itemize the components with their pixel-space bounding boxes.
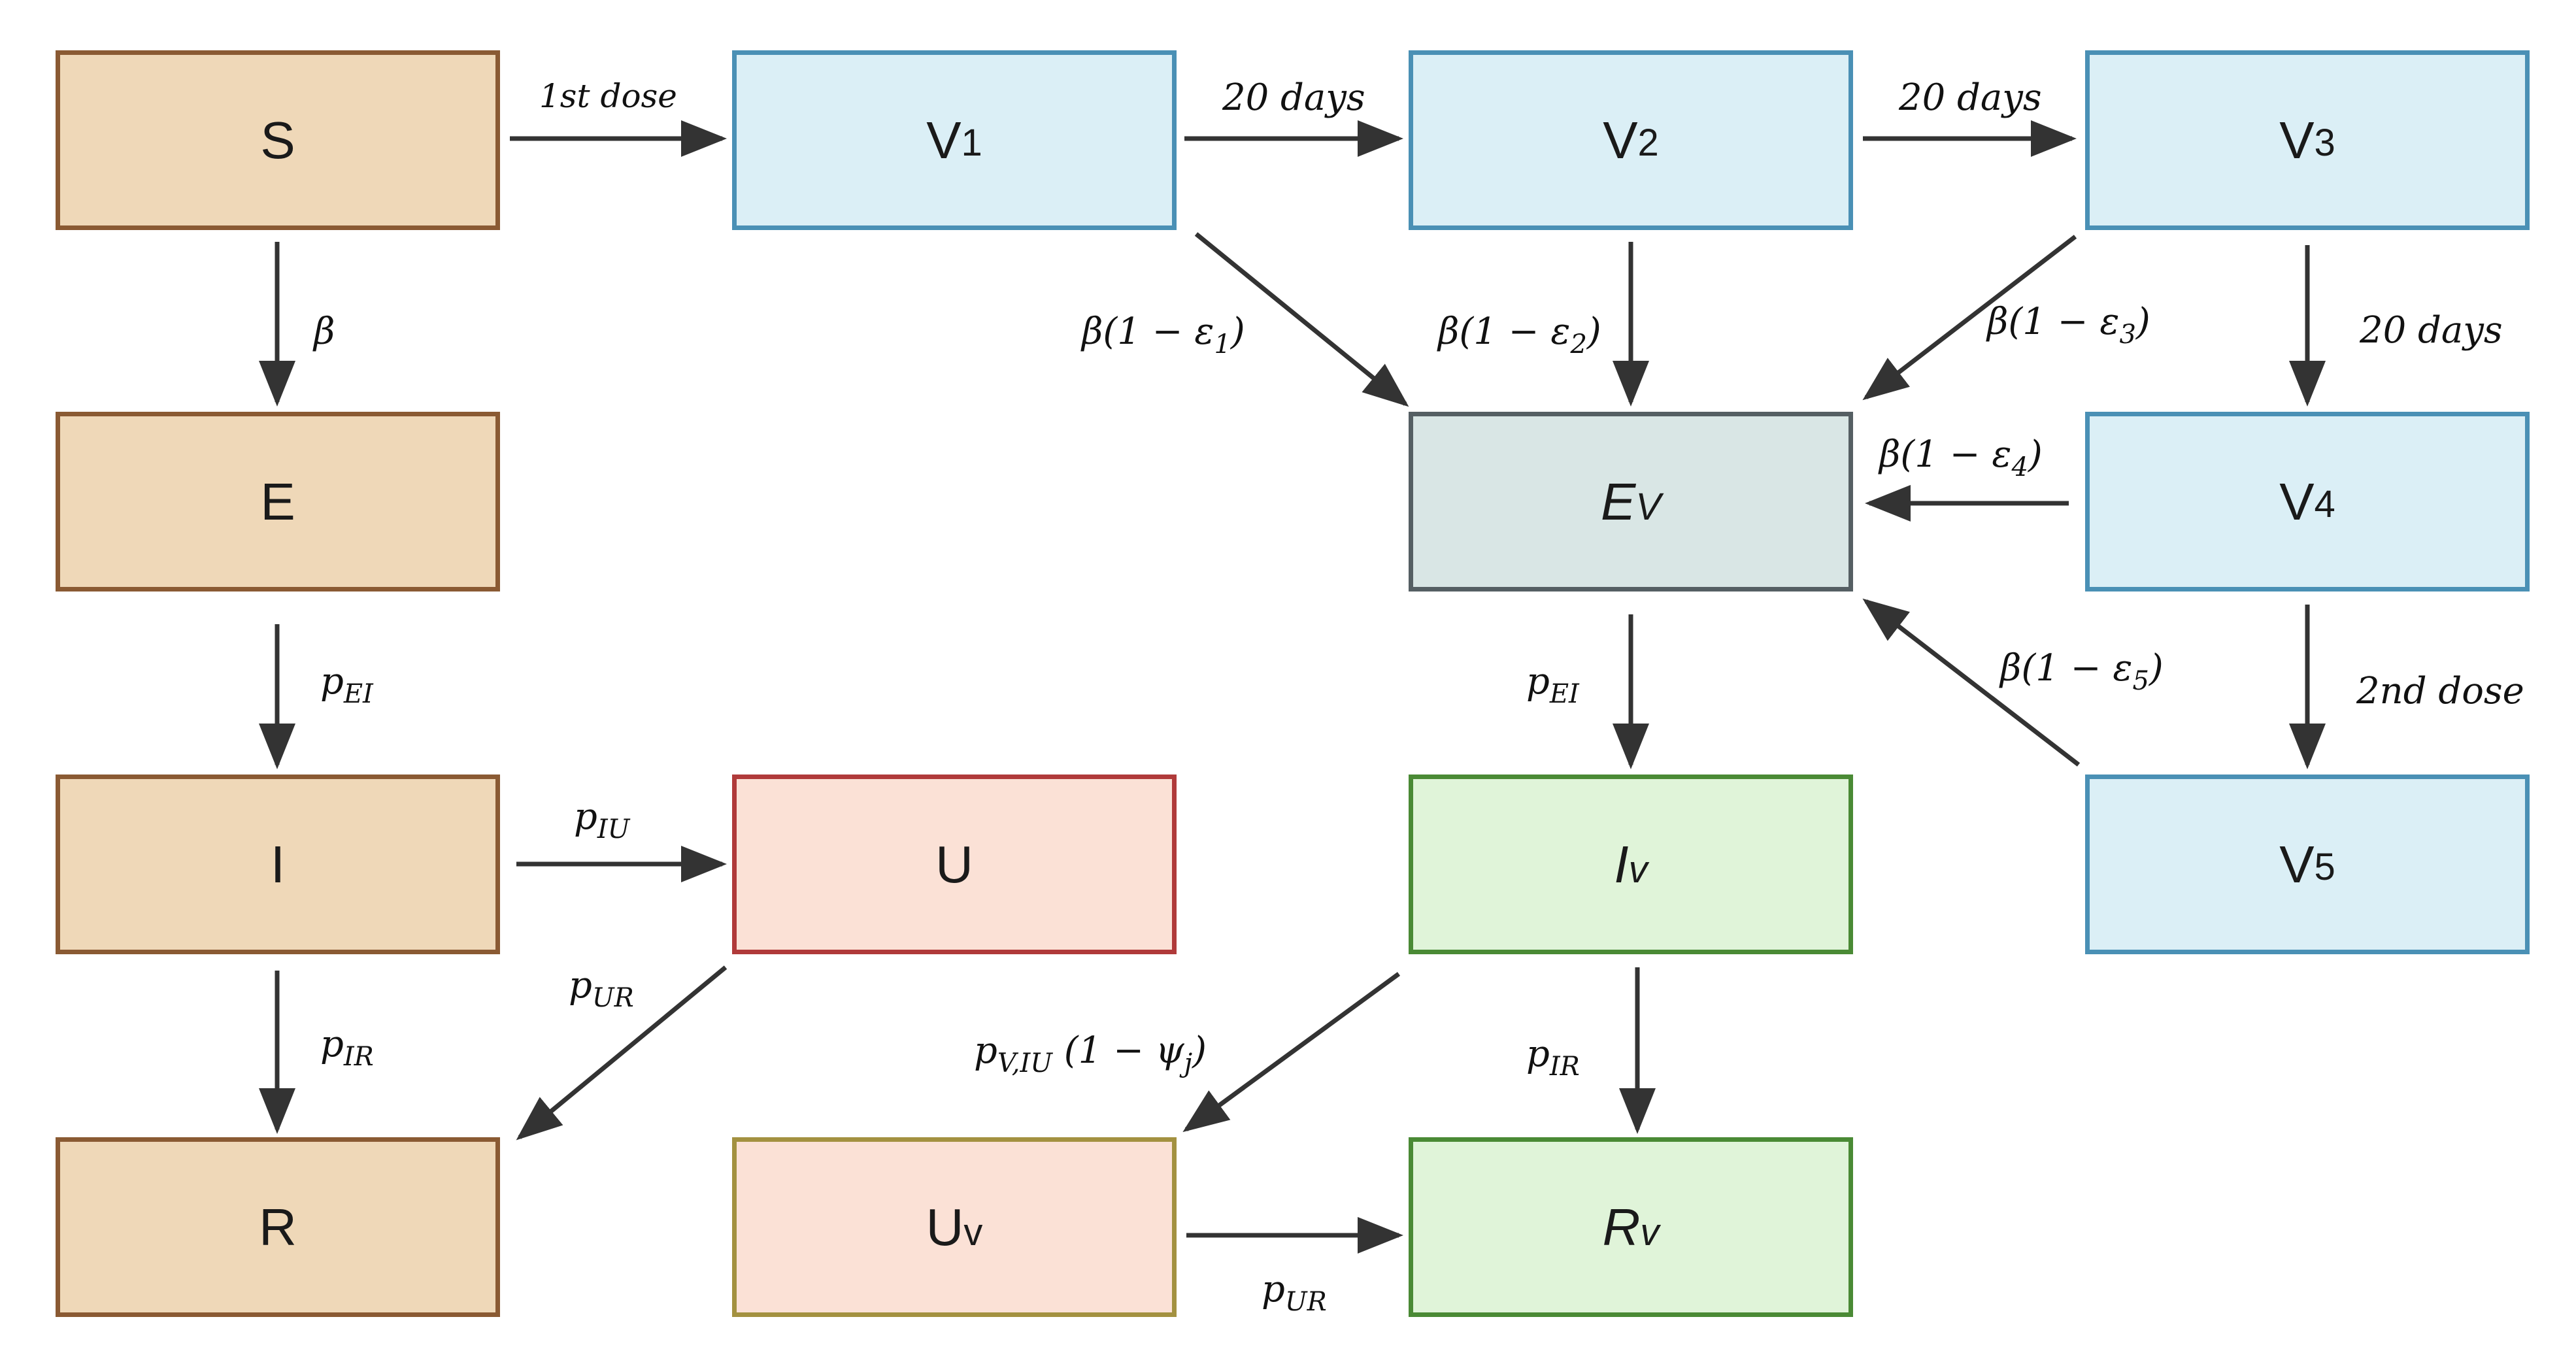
label-p-iu-pre: p [574, 795, 597, 838]
label-beta-e3-post: ) [2135, 301, 2150, 343]
node-u-label: U [935, 835, 973, 893]
label-beta-e4-pre: β(1 − ε [1879, 433, 2012, 476]
label-p-ur-left: pUR [569, 964, 634, 1012]
label-p-iu: pIU [574, 799, 629, 843]
label-p-ur-bottom-pre: p [1262, 1268, 1285, 1310]
label-p-ei-left: pEI [320, 660, 373, 708]
label-p-ei-right-pre: p [1526, 660, 1550, 703]
node-i: I [56, 775, 500, 954]
label-beta-e4-sub: 4 [2011, 452, 2028, 482]
node-v1-sub: 1 [961, 122, 982, 164]
label-beta-e5-sub: 5 [2132, 666, 2149, 696]
label-beta-e2-pre: β(1 − ε [1438, 310, 1571, 353]
label-beta-e5-pre: β(1 − ε [2000, 647, 2133, 690]
label-v3-v4-days: 20 days [2360, 309, 2503, 352]
label-p-viu-pre: p [974, 1029, 997, 1072]
label-p-ir-right: pIR [1526, 1033, 1580, 1080]
label-p-viu-sub: V,IU [997, 1048, 1052, 1078]
label-p-ir-right-sub: IR [1549, 1052, 1580, 1082]
label-p-iu-sub: IU [597, 814, 630, 844]
arrow-iv-uv [1182, 972, 1401, 1133]
label-beta-e3: β(1 − ε3) [1987, 301, 2150, 348]
node-s-label: S [260, 110, 295, 169]
label-v1-v2-days: 20 days [1222, 76, 1365, 119]
node-rv-label: R [1602, 1197, 1641, 1256]
node-r: R [56, 1137, 500, 1317]
node-v3-label: V [2279, 110, 2315, 169]
label-p-viu-sub2: j [1184, 1048, 1193, 1078]
label-beta: β [314, 310, 335, 353]
node-v2-sub: 2 [1637, 122, 1659, 164]
label-beta-e5: β(1 − ε5) [2000, 647, 2164, 695]
node-e-label: E [260, 472, 295, 531]
node-uv-label: U [926, 1197, 964, 1256]
node-r-label: R [259, 1197, 297, 1256]
label-p-ir-left: pIR [320, 1023, 374, 1071]
label-p-ur-left-pre: p [569, 964, 592, 1007]
node-v1-label: V [926, 110, 962, 169]
arrow-v3-ev [1862, 235, 2077, 401]
label-p-ir-left-sub: IR [343, 1042, 374, 1072]
node-e: E [56, 412, 500, 591]
label-p-ur-bottom-sub: UR [1284, 1287, 1327, 1317]
label-beta-e1-pre: β(1 − ε [1082, 310, 1214, 353]
label-beta-e1: β(1 − ε1) [1082, 314, 1245, 358]
node-ev-sub: V [1635, 486, 1662, 528]
label-p-ur-left-sub: UR [592, 983, 634, 1013]
label-beta-e1-sub: 1 [1214, 329, 1231, 359]
node-v4-sub: 4 [2314, 483, 2335, 525]
label-v2-v3-days: 20 days [1899, 76, 2042, 119]
arrow-u-r [516, 965, 728, 1141]
node-ev-label: E [1600, 472, 1636, 531]
node-rv-sub: v [1640, 1211, 1660, 1254]
node-v4-label: V [2279, 472, 2315, 531]
node-v5-label: V [2279, 835, 2315, 893]
label-p-viu-post: (1 − ψ [1052, 1029, 1184, 1072]
node-s: S [56, 50, 500, 230]
node-v2-label: V [1603, 110, 1638, 169]
label-beta-e2: β(1 − ε2) [1438, 314, 1601, 358]
label-beta-e4-post: ) [2028, 433, 2043, 476]
label-beta-e3-sub: 3 [2119, 320, 2136, 350]
label-beta-e4: β(1 − ε4) [1879, 437, 2043, 481]
label-p-ei-right: pEI [1526, 660, 1579, 708]
label-beta-e2-post: ) [1586, 310, 1601, 353]
node-v3-sub: 3 [2314, 122, 2335, 164]
label-p-ei-left-pre: p [320, 660, 344, 703]
node-iv-label: I [1614, 835, 1629, 893]
label-beta-e5-post: ) [2149, 647, 2164, 690]
node-i-label: I [270, 835, 286, 893]
node-iv-sub: v [1628, 848, 1648, 891]
node-uv-sub: v [963, 1211, 983, 1254]
label-p-ei-left-sub: EI [343, 679, 373, 709]
label-first-dose: 1st dose [539, 77, 677, 115]
label-p-viu: pV,IU (1 − ψj) [974, 1033, 1207, 1077]
node-u: U [732, 775, 1177, 954]
label-beta-e1-post: ) [1230, 310, 1245, 353]
label-second-dose: 2nd dose [2356, 670, 2524, 712]
label-beta-e3-pre: β(1 − ε [1987, 301, 2120, 343]
arrow-v5-ev [1862, 598, 2081, 767]
label-beta-e2-sub: 2 [1570, 329, 1587, 359]
label-p-ei-right-sub: EI [1549, 679, 1579, 709]
label-p-ir-left-pre: p [320, 1023, 344, 1065]
arrow-v1-ev [1194, 232, 1409, 407]
label-p-ur-bottom: pUR [1262, 1268, 1327, 1316]
node-v5-sub: 5 [2314, 846, 2335, 888]
label-p-ir-right-pre: p [1526, 1033, 1550, 1075]
label-p-viu-post2: ) [1192, 1029, 1207, 1072]
